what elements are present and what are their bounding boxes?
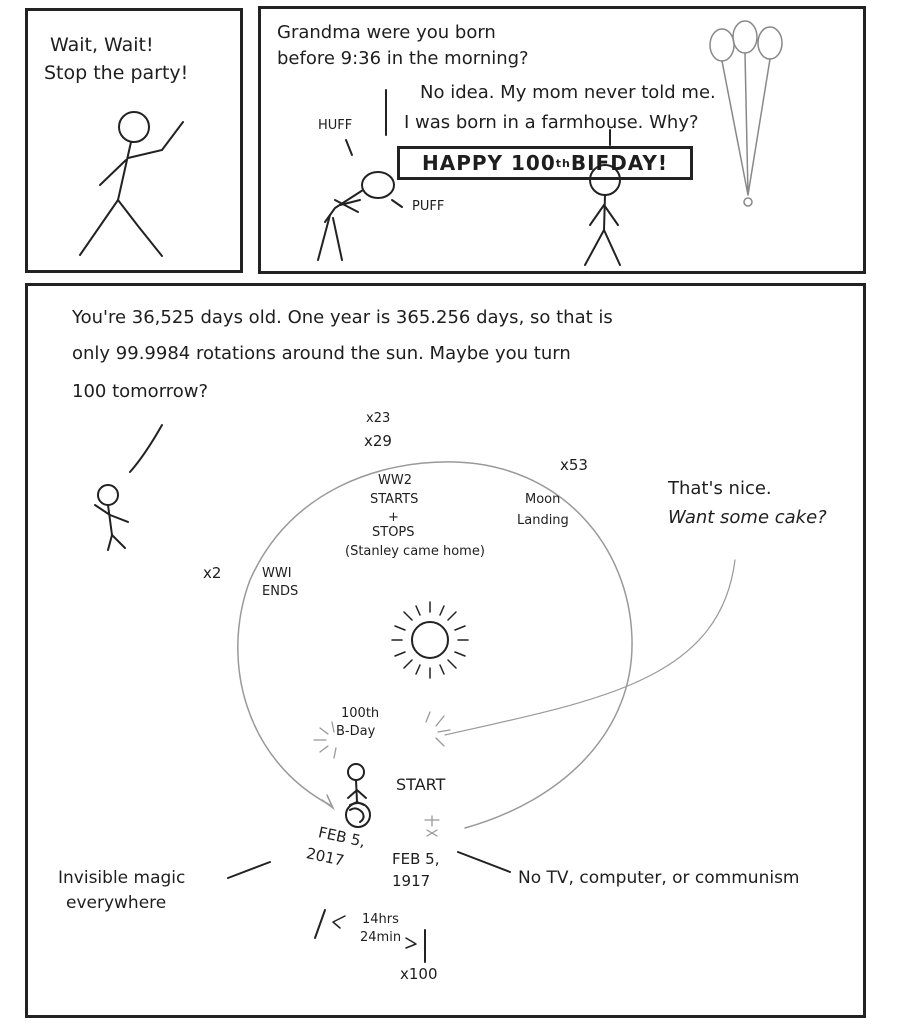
explain-line-1: You're 36,525 days old. One year is 365.… (72, 307, 613, 328)
magic-line-1: Invisible magic (58, 868, 186, 888)
count-x100: x100 (400, 965, 438, 983)
huff-label: HUFF (318, 118, 353, 133)
puff-label: PUFF (412, 199, 445, 214)
orbit-path (237, 461, 633, 829)
ww2-label-3: + (388, 510, 399, 525)
question-line-2: before 9:36 in the morning? (277, 48, 529, 69)
ww2-label-2: STARTS (370, 492, 419, 507)
grandma-reply-line-1: No idea. My mom never told me. (420, 82, 716, 103)
magic-line-2: everywhere (66, 893, 167, 913)
question-line-1: Grandma were you born (277, 22, 496, 43)
feb-1917-line-1: FEB 5, (392, 850, 440, 868)
balloons (709, 20, 783, 207)
count-x23: x23 (366, 411, 391, 426)
no-tv-label: No TV, computer, or communism (518, 868, 800, 888)
banner-text-a: HAPPY 100 (422, 151, 556, 175)
wwi-label-1: WWI (262, 566, 292, 581)
ww2-label-5: (Stanley came home) (345, 544, 485, 559)
banner-text-c: DAY! (610, 151, 668, 175)
stick-figure-running (79, 111, 184, 257)
ww2-label-1: WW2 (378, 473, 412, 488)
moon-label-2: Landing (517, 513, 569, 528)
explain-line-2: only 99.9984 rotations around the sun. M… (72, 343, 571, 364)
grandma-reply-line-2: I was born in a farmhouse. Why? (404, 112, 699, 133)
ww2-label-4: STOPS (372, 525, 415, 540)
wwi-label-2: ENDS (262, 584, 299, 599)
banner-text-b: BIF (570, 151, 611, 175)
exclaim-line-1: Wait, Wait! (50, 34, 154, 56)
count-x2: x2 (203, 564, 222, 582)
start-label: START (396, 775, 446, 794)
bday-label-1: 100th (341, 706, 380, 721)
explain-line-3: 100 tomorrow? (72, 381, 209, 402)
cake-tail (444, 559, 736, 736)
stick-figure-small (94, 424, 163, 551)
cake-reply-line-1: That's nice. (668, 478, 772, 499)
time-min-label: 24min (360, 930, 402, 945)
earth-icon (345, 763, 371, 828)
grandma-figure (584, 129, 621, 266)
sun-icon (391, 601, 469, 679)
bday-label-2: B-Day (336, 724, 376, 739)
banner-sup: th (555, 156, 571, 170)
birthday-sparks (313, 711, 451, 837)
exclaim-line-2: Stop the party! (44, 62, 189, 84)
moon-label-1: Moon (525, 492, 561, 507)
feb-1917-line-2: 1917 (392, 872, 431, 890)
time-hrs-label: 14hrs (362, 912, 399, 927)
panel-stop-party (25, 8, 243, 273)
count-x53: x53 (560, 456, 588, 474)
panel-grandma-question (258, 6, 866, 274)
stick-figure-blowing (317, 89, 403, 261)
count-x29: x29 (364, 432, 392, 450)
cake-reply-line-2: Want some cake? (668, 507, 827, 528)
